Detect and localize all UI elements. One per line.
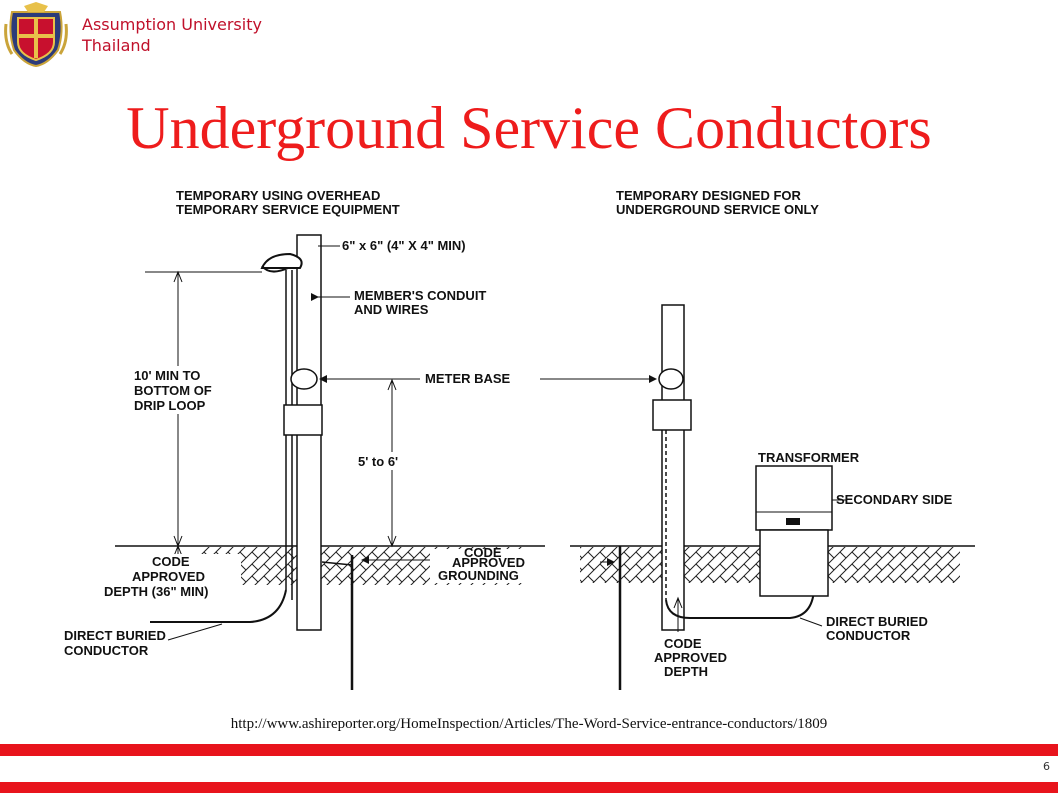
page-number: 6 — [1043, 760, 1050, 773]
drip-loop-label-1: 10' MIN TO — [134, 368, 200, 383]
university-name-line2: Thailand — [82, 36, 151, 55]
right-depth-label-1: CODE — [664, 636, 702, 651]
meter-base-label: METER BASE — [425, 371, 511, 386]
right-heading-line2: UNDERGROUND SERVICE ONLY — [616, 202, 819, 217]
conduit-label-1: MEMBER'S CONDUIT — [354, 288, 486, 303]
transformer-label: TRANSFORMER — [758, 450, 860, 465]
university-name-line1: Assumption University — [82, 15, 262, 34]
university-crest-logo — [4, 2, 68, 68]
left-heading-line1: TEMPORARY USING OVERHEAD — [176, 188, 380, 203]
left-disconnect-box — [283, 404, 323, 436]
secondary-side-label: SECONDARY SIDE — [836, 492, 953, 507]
transformer-base — [759, 529, 829, 597]
grounding-label-3: GROUNDING — [438, 568, 519, 583]
right-disconnect-box — [652, 399, 692, 431]
drip-loop-label-2: BOTTOM OF — [134, 383, 212, 398]
post-size-label: 6" x 6" (4" X 4" MIN) — [342, 238, 466, 253]
slide-title: Underground Service Conductors — [126, 95, 932, 161]
conduit-label-2: AND WIRES — [354, 302, 429, 317]
left-weatherhead — [260, 252, 303, 269]
buried-left-label-1: DIRECT BURIED — [64, 628, 166, 643]
buried-right-label-2: CONDUCTOR — [826, 628, 911, 643]
depth-label-3: DEPTH (36" MIN) — [104, 584, 208, 599]
footer-bar-bottom — [0, 782, 1058, 793]
drip-loop-label-3: DRIP LOOP — [134, 398, 206, 413]
meter-height-label: 5' to 6' — [358, 454, 398, 469]
buried-right-label-1: DIRECT BURIED — [826, 614, 928, 629]
right-meter-base — [658, 368, 684, 390]
right-heading-line1: TEMPORARY DESIGNED FOR — [616, 188, 802, 203]
right-depth-label-2: APPROVED — [654, 650, 727, 665]
depth-label-1: CODE — [152, 554, 190, 569]
depth-label-2: APPROVED — [132, 569, 205, 584]
right-buried-conductor — [665, 540, 815, 619]
left-meter-base — [290, 368, 318, 390]
grounding-label-1: CODE — [464, 545, 502, 560]
buried-left-label-2: CONDUCTOR — [64, 643, 149, 658]
left-heading-line2: TEMPORARY SERVICE EQUIPMENT — [176, 202, 400, 217]
source-url[interactable]: http://www.ashireporter.org/HomeInspecti… — [230, 716, 828, 732]
left-buried-conductor — [150, 589, 287, 623]
right-depth-label-3: DEPTH — [664, 664, 708, 679]
university-name: Assumption University Thailand — [82, 14, 262, 56]
grounding-label-2: APPROVED — [452, 555, 525, 570]
footer-bar-top — [0, 744, 1058, 756]
